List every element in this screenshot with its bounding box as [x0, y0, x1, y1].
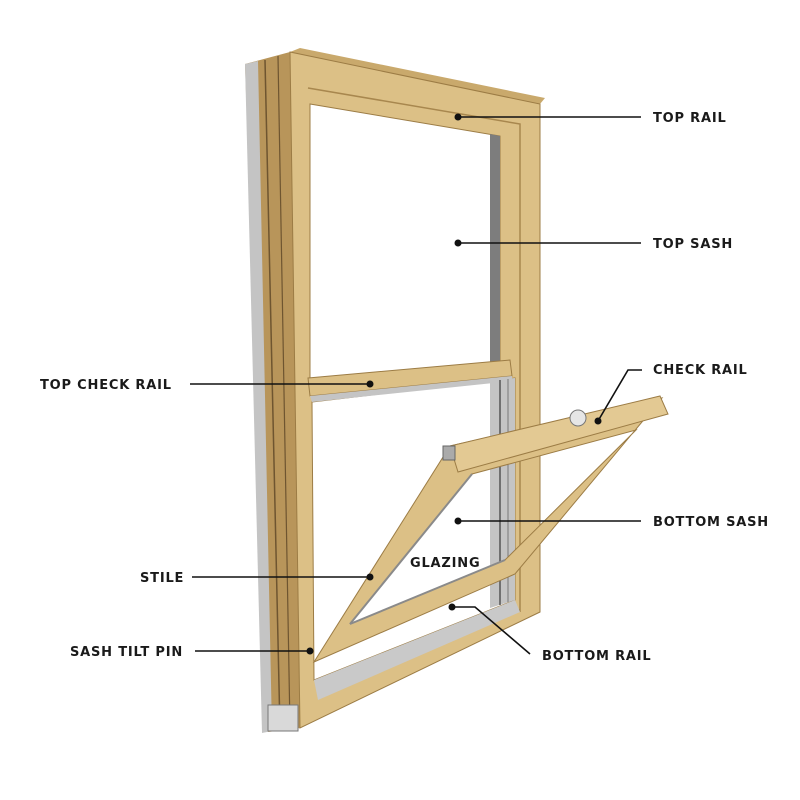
label-top-check-rail: TOP CHECK RAIL — [40, 378, 172, 393]
label-top-rail: TOP RAIL — [653, 111, 727, 126]
label-bottom-rail: BOTTOM RAIL — [542, 649, 652, 664]
leader-top-rail — [454, 113, 641, 121]
label-top-sash: TOP SASH — [653, 237, 733, 252]
leader-stile — [192, 573, 374, 581]
sill — [314, 600, 520, 700]
label-check-rail: CHECK RAIL — [653, 363, 748, 378]
check-rail-top-face — [449, 395, 669, 473]
leader-top-sash — [454, 239, 641, 247]
top-sash-side — [490, 134, 500, 362]
frame-top-depth — [290, 48, 545, 104]
leader-top-check-rail — [190, 380, 374, 388]
label-sash-tilt-pin: SASH TILT PIN — [70, 645, 183, 660]
frame-side-aluminum — [245, 61, 272, 733]
leader-bottom-sash — [454, 517, 641, 525]
label-glazing: GLAZING — [410, 556, 480, 571]
label-bottom-sash: BOTTOM SASH — [653, 515, 769, 530]
leader-check-rail — [594, 369, 642, 425]
sash-lock — [569, 409, 587, 427]
label-stile: STILE — [140, 571, 184, 586]
leader-sash-tilt-pin — [195, 647, 314, 655]
leader-bottom-rail — [448, 603, 531, 655]
